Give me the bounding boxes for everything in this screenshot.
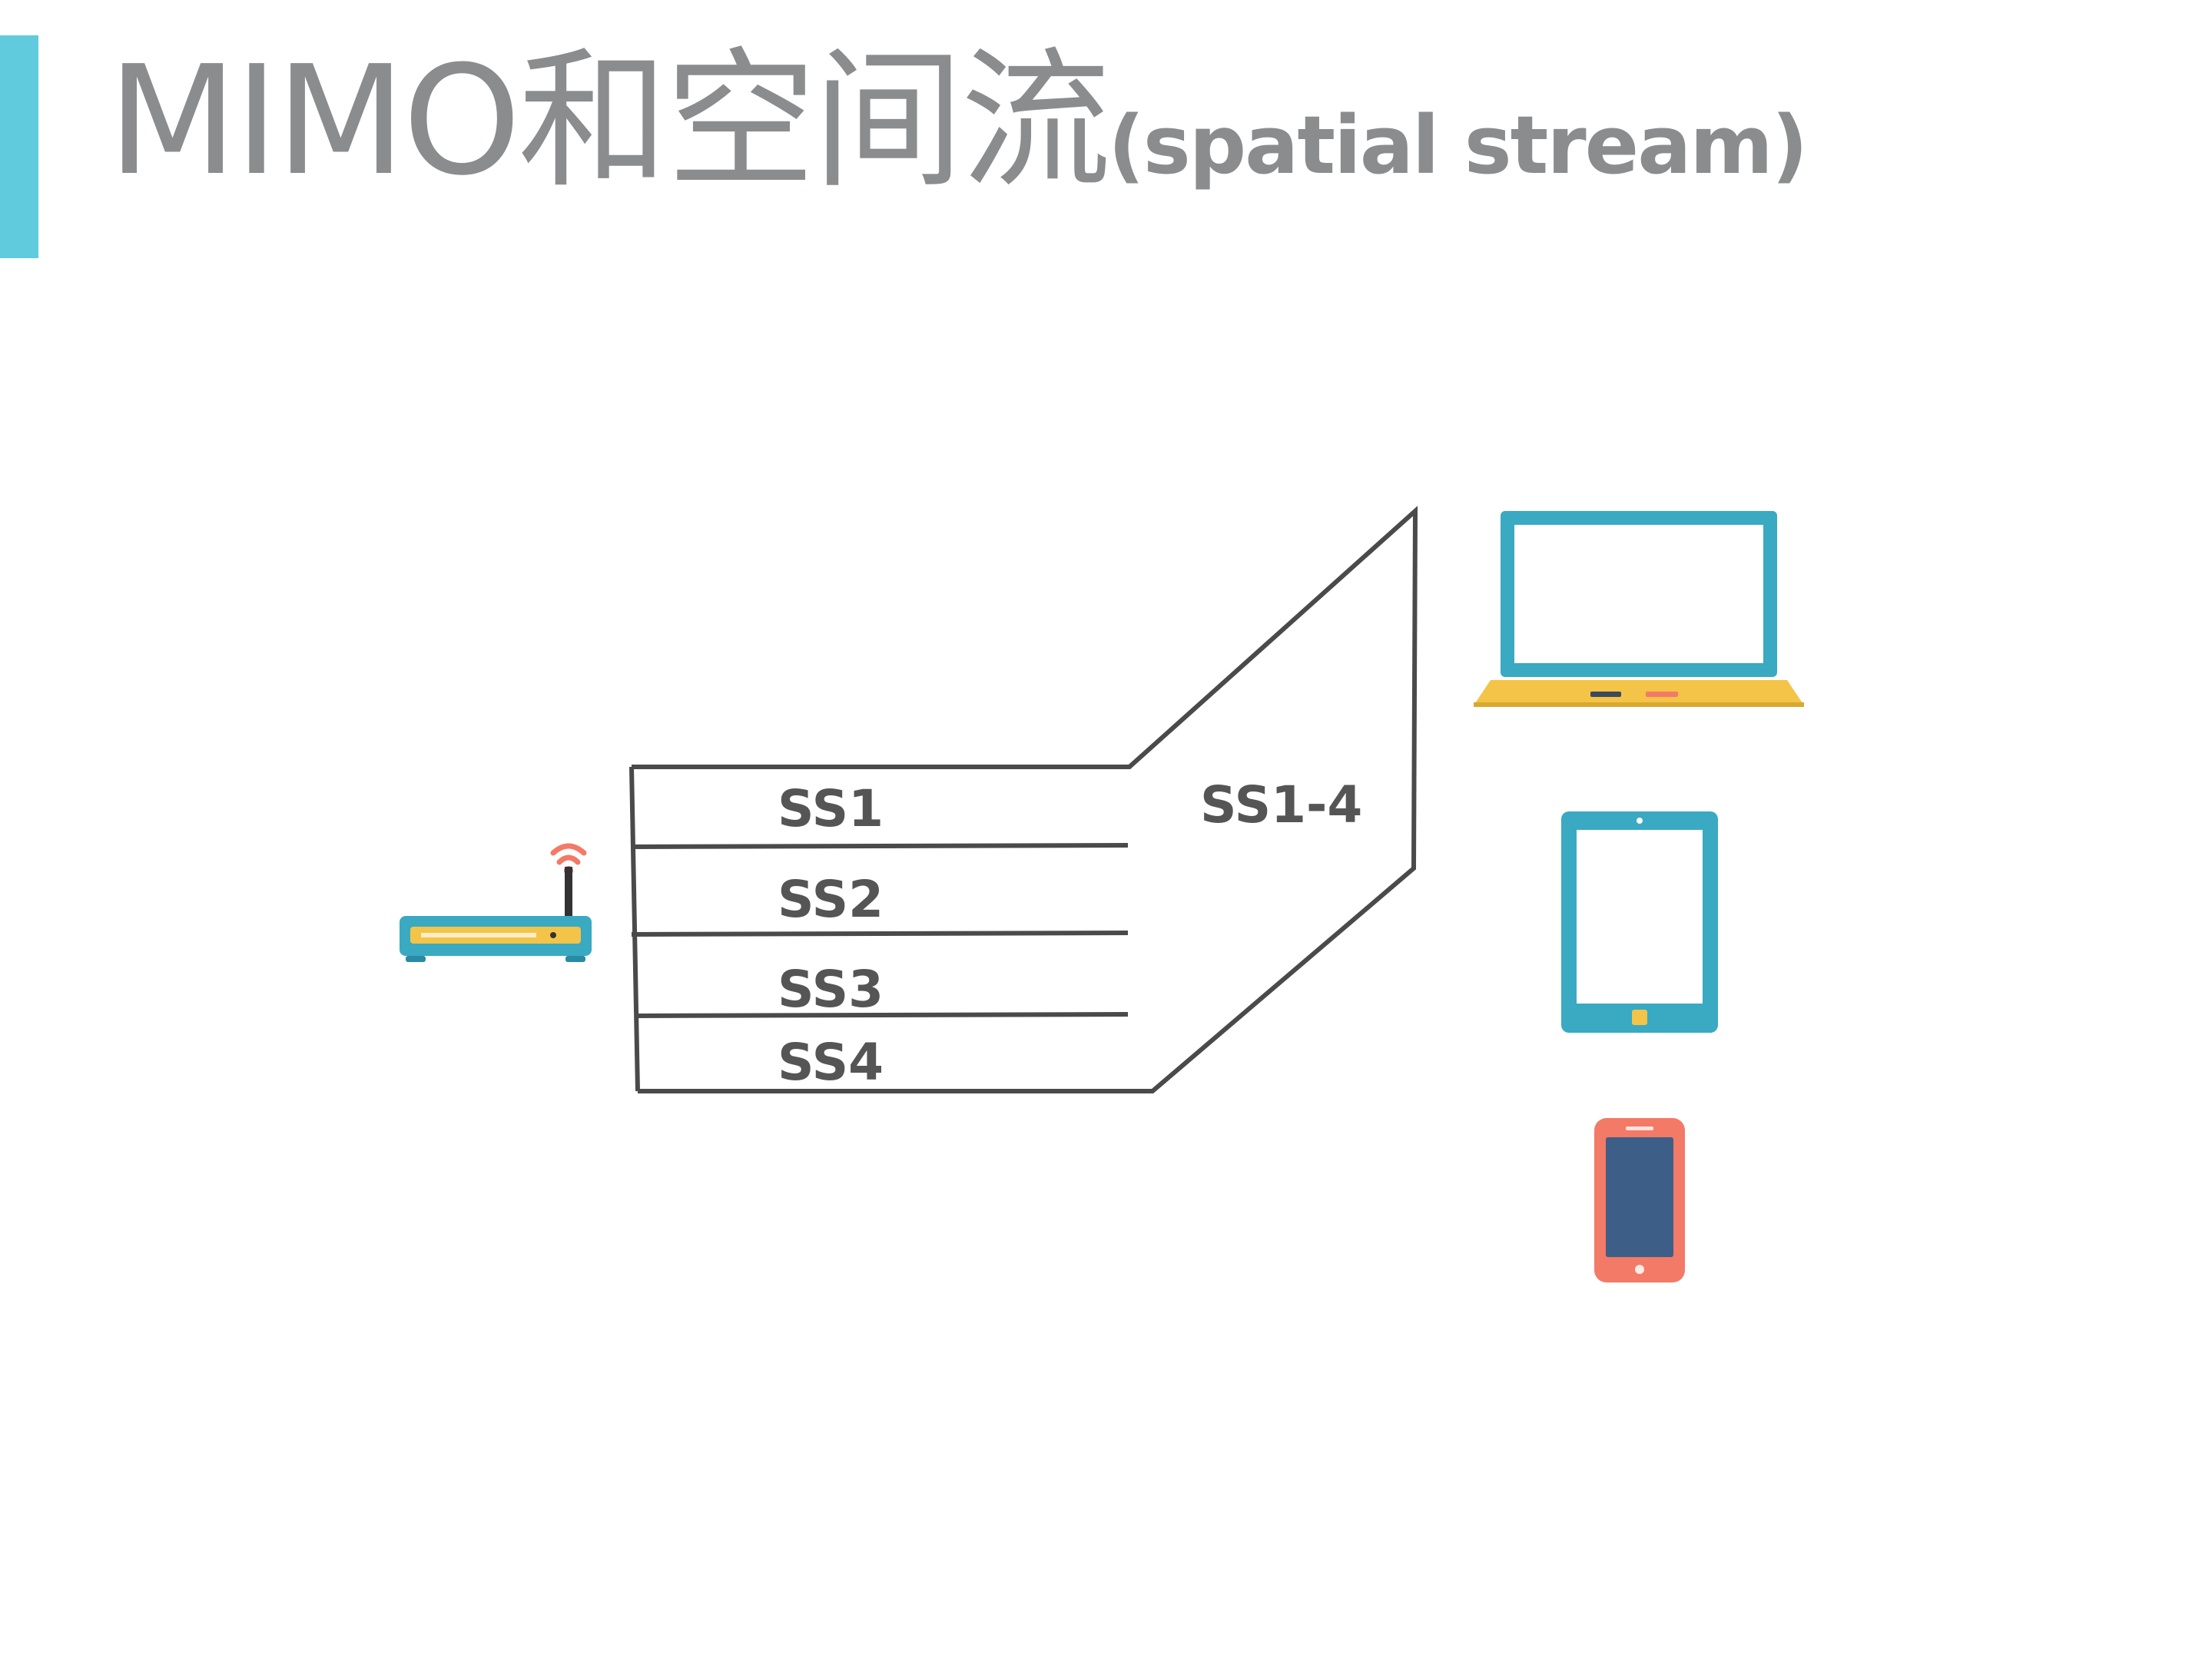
stream-divider-1	[631, 843, 1129, 849]
stream-outer-top-line	[632, 506, 1418, 1093]
tablet-icon	[1561, 811, 1718, 1033]
router-foot-right	[565, 956, 585, 962]
stream-label-ss1: SS1	[778, 779, 884, 838]
router-signal-mid-arc	[556, 854, 581, 865]
laptop-base	[1474, 680, 1804, 705]
stream-divider-2	[631, 931, 1129, 937]
router-icon	[400, 843, 592, 962]
tablet-screen	[1577, 830, 1703, 1004]
stream-lines	[629, 506, 1418, 1093]
phone-home-button	[1635, 1265, 1644, 1274]
title-sub-text: (spatial stream)	[1108, 98, 1808, 192]
tablet-home-button	[1632, 1010, 1647, 1025]
stream-label-combined: SS1-4	[1200, 775, 1362, 834]
stream-label-ss4: SS4	[778, 1033, 884, 1092]
laptop-trackpad-dark	[1590, 692, 1621, 697]
router-signal-outer-arc	[550, 843, 587, 856]
phone-speaker	[1626, 1126, 1653, 1130]
router-antenna	[565, 867, 572, 922]
stream-divider-3	[634, 1012, 1129, 1018]
title-main-text: MIMO和空间流	[108, 34, 1111, 209]
laptop-trackpad-coral	[1646, 692, 1678, 697]
phone-icon	[1594, 1118, 1685, 1282]
router-led	[550, 932, 556, 938]
tablet-camera	[1637, 818, 1643, 824]
stream-left-vertical	[629, 766, 640, 1092]
router-foot-left	[406, 956, 426, 962]
laptop-base-shadow	[1474, 702, 1804, 707]
phone-screen	[1606, 1137, 1673, 1257]
laptop-screen	[1514, 525, 1763, 663]
title-accent-bar	[0, 35, 38, 258]
slide-title: MIMO和空间流(spatial stream)	[108, 46, 1808, 246]
stream-label-ss3: SS3	[778, 960, 884, 1019]
stream-label-ss2: SS2	[778, 870, 884, 929]
router-led-strip	[421, 933, 536, 937]
laptop-icon	[1474, 511, 1804, 707]
